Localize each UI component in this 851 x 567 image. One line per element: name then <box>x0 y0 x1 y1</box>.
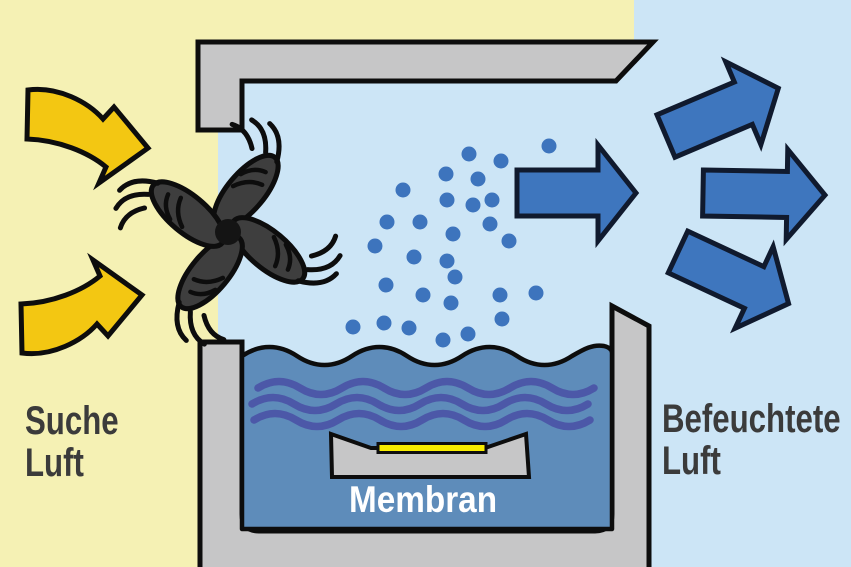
mist-dot <box>401 320 417 336</box>
housing-top-wall <box>195 39 659 133</box>
mist-dot <box>345 319 361 335</box>
water-wave-lines <box>252 377 598 427</box>
dry-air-arrows <box>18 86 152 357</box>
mist-dot <box>395 182 411 198</box>
background-left-yellow <box>0 0 634 567</box>
mist-dot <box>501 233 517 249</box>
mist-dot <box>465 197 481 213</box>
fan-blade <box>211 117 282 231</box>
mist-dot <box>443 295 459 311</box>
humidified-air-label-line1: Befeuchtete <box>662 397 841 441</box>
humidified-air-label: Befeuchtete Luft <box>662 398 841 482</box>
dry-air-label-line1: Suche <box>25 399 119 443</box>
mist-dot <box>379 214 395 230</box>
fan-blade <box>113 178 227 249</box>
dry-air-label: Suche Luft <box>25 400 119 484</box>
mist-dot <box>470 171 486 187</box>
mist-dot <box>438 166 454 182</box>
mist-dot <box>378 277 394 293</box>
mist-dot <box>541 138 557 154</box>
humidified-air-label-line2: Luft <box>662 439 721 483</box>
mist-dot <box>439 192 455 208</box>
mist-dot <box>528 285 544 301</box>
mist-dot <box>494 311 510 327</box>
mist-dot <box>447 269 463 285</box>
membrane-strip <box>376 442 488 454</box>
mist-dot <box>415 287 431 303</box>
mist-dot <box>461 146 477 162</box>
airflow-arrow-icon <box>514 137 640 249</box>
fan-blade <box>174 233 245 347</box>
mist-dot <box>460 326 476 342</box>
mist-dot <box>412 214 428 230</box>
fan-hub <box>215 219 241 245</box>
membrane-tray <box>328 431 532 479</box>
mist-dot <box>493 153 509 169</box>
fan-icon <box>113 117 343 347</box>
mist-dot <box>439 253 455 269</box>
mist-dot <box>445 226 461 242</box>
dry-air-arrow-bottom-icon <box>18 252 146 357</box>
mist-dot <box>482 216 498 232</box>
mist-dot <box>406 249 422 265</box>
mist-dots <box>345 138 557 348</box>
mist-dot <box>367 238 383 254</box>
mist-dot <box>435 332 451 348</box>
mist-dot <box>492 287 508 303</box>
dry-air-label-line2: Luft <box>25 441 84 485</box>
membrane-label: Membran <box>349 479 498 520</box>
mist-dot <box>484 192 500 208</box>
mist-dot <box>376 315 392 331</box>
dry-air-arrow-top-icon <box>24 86 152 191</box>
